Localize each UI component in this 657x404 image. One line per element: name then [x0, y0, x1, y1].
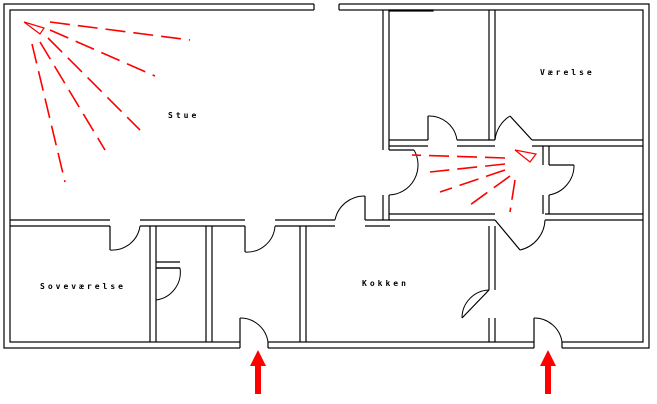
interior-walls [10, 9, 643, 342]
room-label-vaerelse: Værelse [540, 68, 595, 77]
arrow-up-icon [540, 350, 556, 394]
room-label-kokken: Kokken [362, 279, 409, 288]
lamp-icon [411, 149, 538, 213]
doors [109, 115, 575, 343]
exterior-walls [3, 2, 650, 350]
room-label-stue: Stue [168, 111, 199, 120]
lamp-icon [23, 21, 191, 183]
arrow-up-icon [250, 350, 266, 394]
room-label-sovevaerelse: Soveværelse [40, 282, 126, 291]
